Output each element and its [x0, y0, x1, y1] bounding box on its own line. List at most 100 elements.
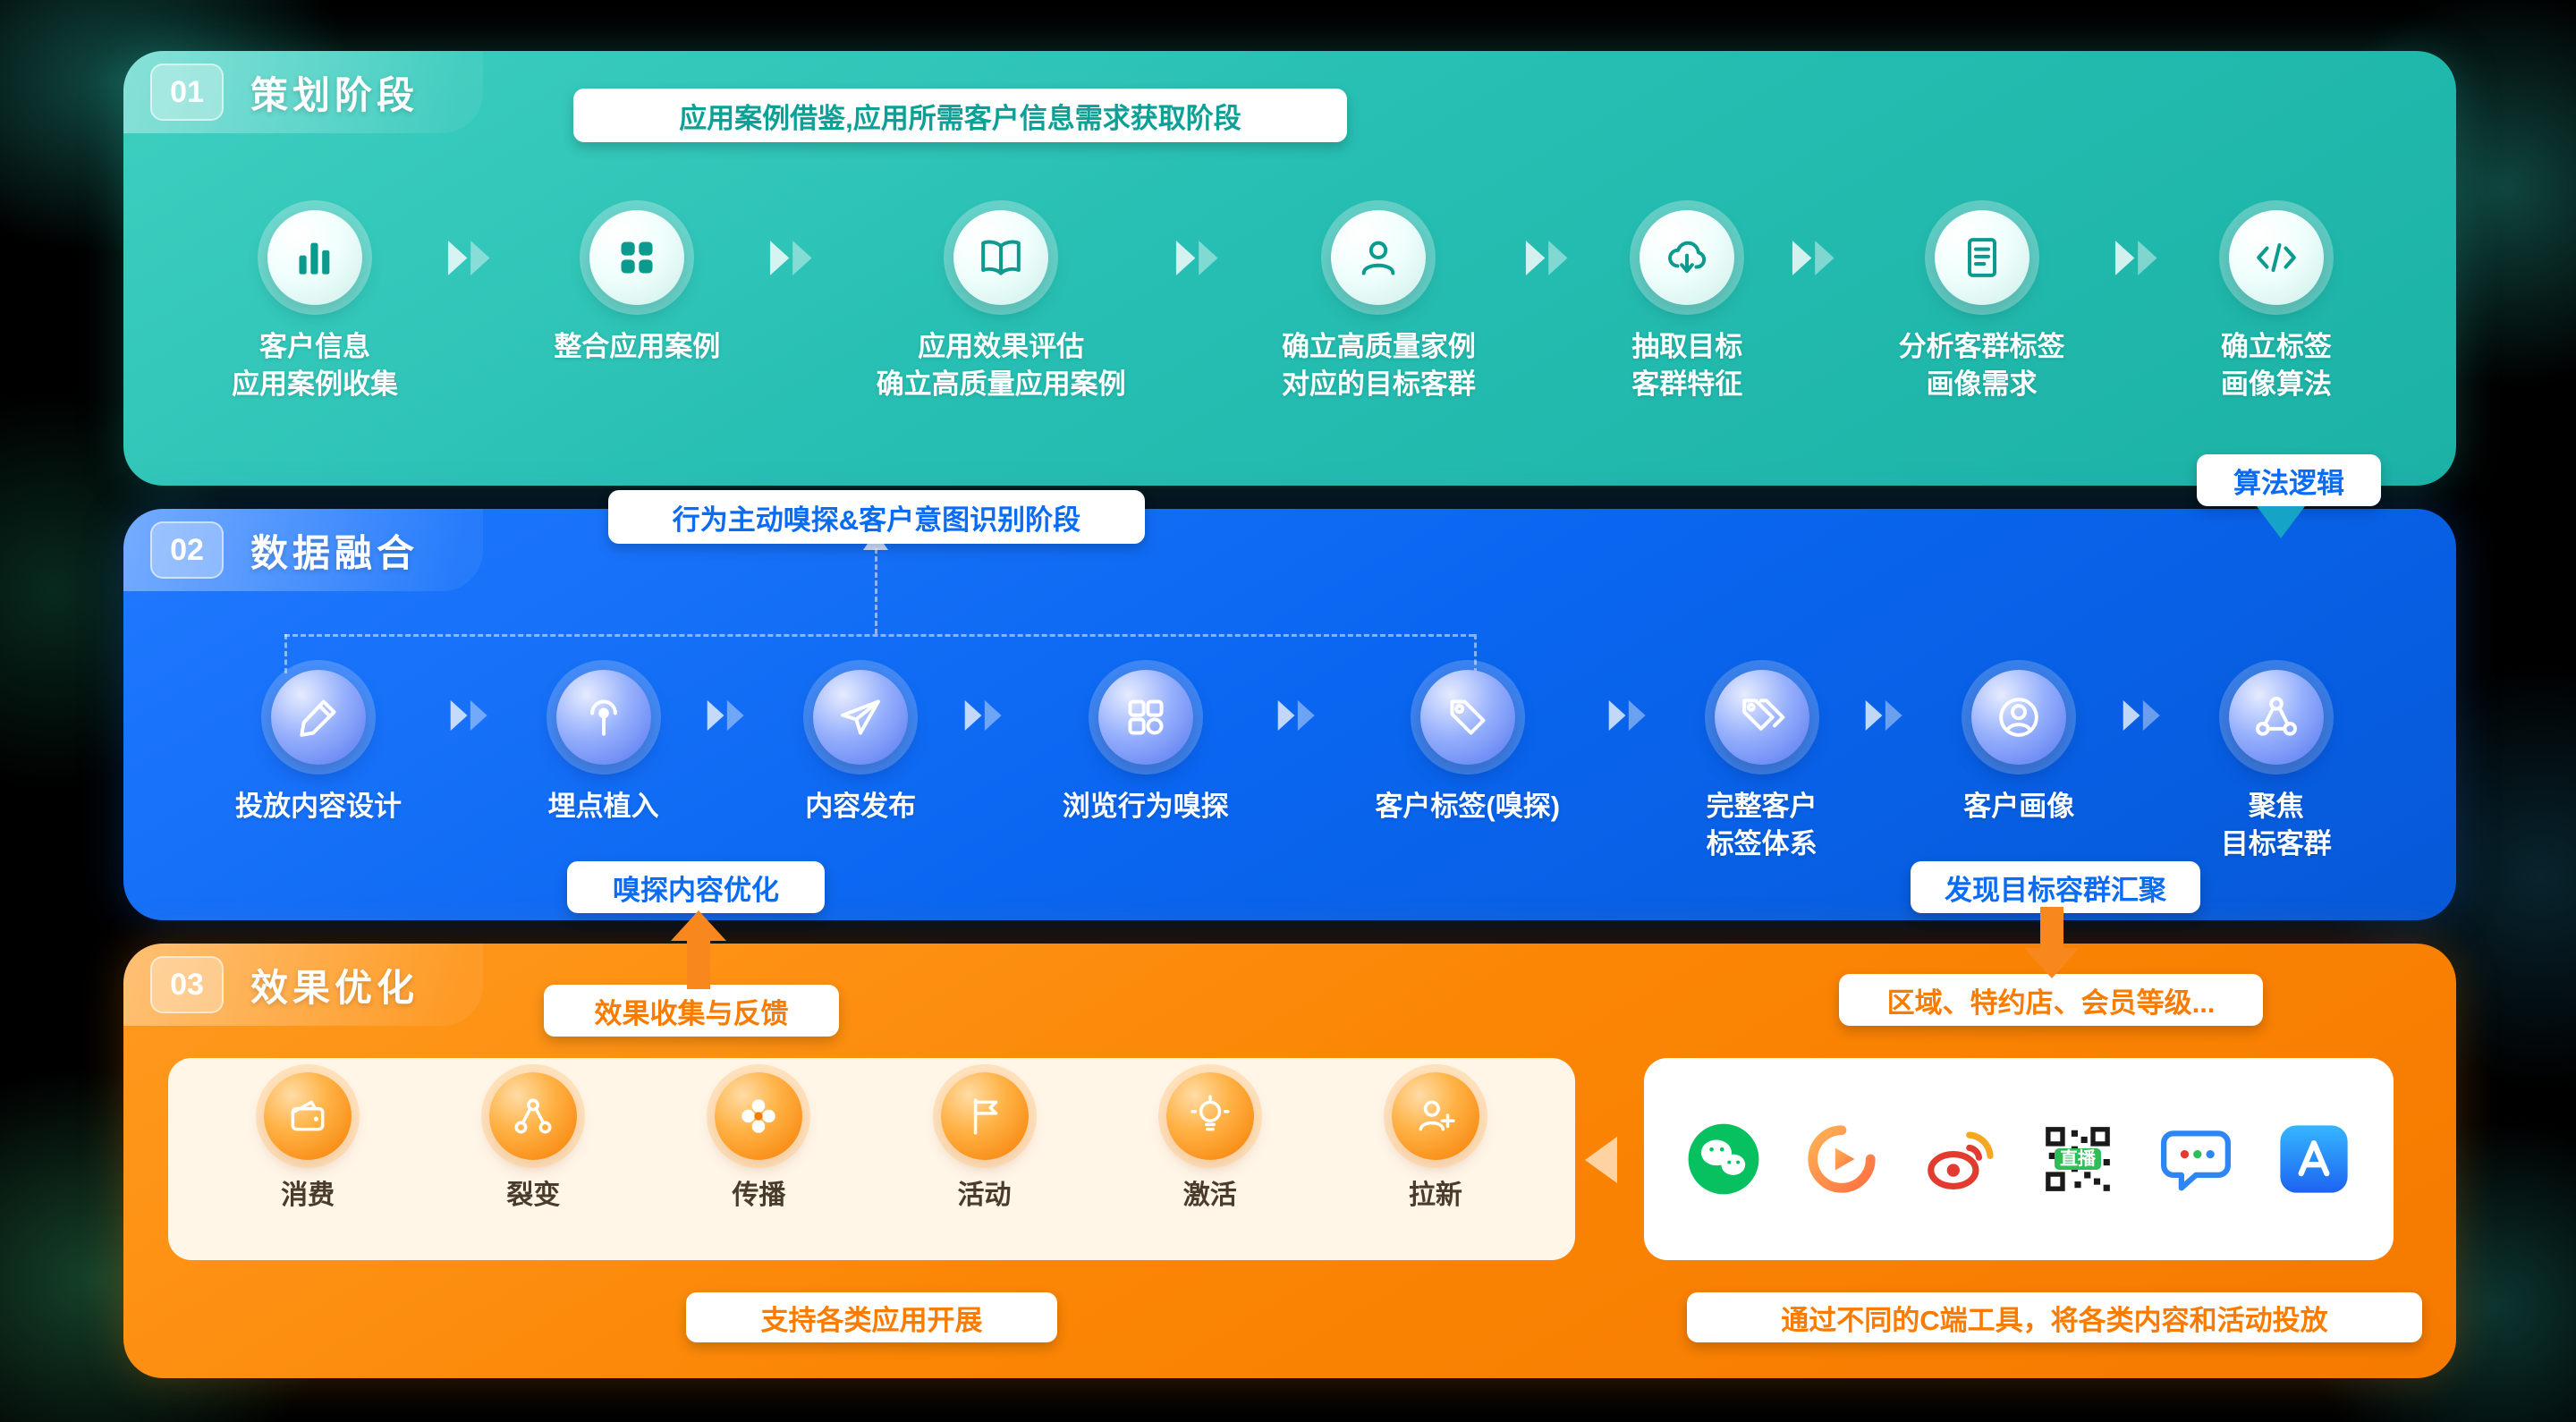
bulb-icon — [1191, 1095, 1230, 1131]
phase-3-title: 效果优化 — [250, 966, 419, 1009]
chat-icon — [2161, 1130, 2231, 1191]
tap-icon — [589, 699, 617, 736]
app-spread: 传播 — [715, 1072, 803, 1212]
phase-2-title: 数据融合 — [250, 531, 419, 574]
step-label: 聚焦 目标客群 — [2220, 791, 2332, 859]
phase-3-section: 03 效果优化 效果收集与反馈 区域、特约店、会员等级... 消费 裂变 — [123, 944, 2456, 1378]
step-label: 浏览行为嗅探 — [1062, 791, 1229, 822]
step-label: 客户信息 应用案例收集 — [232, 331, 398, 400]
step-circle — [2228, 670, 2324, 765]
p1-step-target-group: 确立高质量家例 对应的目标客群 — [1282, 210, 1476, 403]
step-label: 抽取目标 客群特征 — [1631, 331, 1743, 400]
phase-2-number: 02 — [150, 521, 224, 579]
doc-list-icon — [1967, 238, 1996, 277]
apps-footer-badge: 支持各类应用开展 — [686, 1292, 1057, 1342]
app-acquire: 拉新 — [1391, 1072, 1479, 1212]
phase-1-header: 01 策划阶段 — [123, 51, 484, 133]
flow-arrow-icon — [2123, 699, 2160, 732]
segments-badge: 区域、特约店、会员等级... — [1839, 974, 2263, 1026]
app-activity: 活动 — [940, 1072, 1029, 1212]
step-circle — [1419, 670, 1515, 765]
phase-1-banner: 应用案例借鉴,应用所需客户信息需求获取阶段 — [573, 89, 1347, 142]
channel-chat — [2157, 1121, 2234, 1198]
flow-arrow-icon — [448, 241, 490, 275]
sniff-optimize-badge: 嗅探内容优化 — [567, 861, 825, 913]
open-book-icon — [981, 240, 1021, 275]
split-icon — [514, 1098, 552, 1134]
apps-grid-icon — [621, 241, 653, 274]
step-label: 完整客户 标签体系 — [1706, 791, 1818, 859]
applications-panel: 消费 裂变 传播 活动 — [168, 1058, 1575, 1260]
step-label: 内容发布 — [805, 791, 917, 822]
wechat-channels-icon — [1808, 1125, 1876, 1193]
phase-2-flow: 投放内容设计 埋点植入 内容发布 — [123, 670, 2456, 863]
step-circle — [1640, 210, 1735, 305]
weibo-icon — [1928, 1131, 1994, 1190]
user-icon — [1362, 241, 1395, 275]
flow-arrow-icon — [1866, 699, 1903, 732]
up-arrow-icon — [671, 910, 726, 989]
flow-arrow-icon — [1175, 241, 1218, 275]
fan-icon — [741, 1099, 776, 1133]
app-label: 传播 — [732, 1181, 786, 1210]
phase-1-section: 01 策划阶段 应用案例借鉴,应用所需客户信息需求获取阶段 客户信息 应用案例收… — [123, 51, 2456, 486]
flag-icon — [973, 1098, 997, 1135]
left-arrow-icon — [1585, 1137, 1617, 1183]
flow-arrow-icon — [1792, 241, 1835, 275]
channel-weibo — [1921, 1121, 1998, 1198]
feedback-badge: 效果收集与反馈 — [544, 985, 839, 1037]
cloud-download-icon — [1668, 241, 1707, 274]
app-circle — [1391, 1072, 1479, 1160]
app-circle — [715, 1072, 803, 1160]
channel-wechat-channels — [1803, 1121, 1880, 1198]
phase-2-banner: 行为主动嗅探&客户意图识别阶段 — [608, 490, 1145, 544]
p1-step-integrate: 整合应用案例 — [554, 210, 720, 366]
flow-arrow-icon — [770, 241, 812, 275]
tags-icon — [1741, 698, 1784, 731]
app-circle — [489, 1072, 578, 1160]
app-circle — [264, 1072, 352, 1160]
network-icon — [2255, 697, 2297, 736]
p2-step-publish: 内容发布 — [805, 670, 916, 825]
step-label: 投放内容设计 — [235, 791, 402, 822]
app-label: 激活 — [1182, 1181, 1237, 1210]
p2-step-customer-profile: 客户画像 — [1963, 670, 2074, 825]
phase-1-title: 策划阶段 — [250, 73, 419, 116]
step-label: 确立高质量家例 对应的目标客群 — [1281, 331, 1476, 400]
step-label: 应用效果评估 确立高质量应用案例 — [876, 331, 1126, 400]
p2-step-content-design: 投放内容设计 — [235, 670, 402, 825]
wechat-icon — [1688, 1123, 1759, 1195]
channel-qrcode-live: 直播 — [2039, 1121, 2116, 1198]
step-label: 客户画像 — [1963, 791, 2075, 822]
down-arrow-icon — [2024, 907, 2080, 978]
down-arrow-icon — [2257, 506, 2305, 538]
step-circle — [1331, 210, 1427, 305]
channels-footer-badge: 通过不同的C端工具，将各类内容和活动投放 — [1687, 1292, 2422, 1342]
step-circle — [271, 670, 366, 765]
p2-step-focus-group: 聚焦 目标客群 — [2221, 670, 2332, 863]
app-consume: 消费 — [264, 1072, 352, 1212]
phase-1-number: 01 — [150, 63, 224, 121]
algo-logic-badge: 算法逻辑 — [2197, 454, 2381, 506]
step-circle — [2228, 210, 2324, 305]
user-circle-icon — [1999, 698, 2039, 737]
p1-step-extract-features: 抽取目标 客群特征 — [1631, 210, 1742, 403]
channels-panel: 直播 — [1644, 1058, 2394, 1260]
dashed-connector — [284, 634, 1474, 637]
app-circle — [1165, 1072, 1254, 1160]
wallet-icon — [291, 1100, 325, 1131]
dashed-connector — [875, 548, 877, 634]
app-label: 裂变 — [506, 1181, 561, 1210]
step-label: 分析客群标签 画像需求 — [1898, 331, 2065, 400]
app-label: 活动 — [957, 1181, 1012, 1210]
flow-arrow-icon — [2114, 241, 2157, 275]
p1-step-evaluate: 应用效果评估 确立高质量应用案例 — [877, 210, 1126, 403]
pen-icon — [300, 699, 336, 737]
flow-arrow-icon — [1608, 699, 1646, 732]
phase-3-header: 03 效果优化 — [123, 944, 484, 1026]
bar-chart-icon — [299, 242, 330, 275]
step-circle — [589, 210, 685, 305]
step-label: 确立标签 画像算法 — [2220, 331, 2332, 400]
channel-wechat — [1685, 1121, 1762, 1198]
target-converge-badge: 发现目标容群汇聚 — [1911, 861, 2200, 913]
